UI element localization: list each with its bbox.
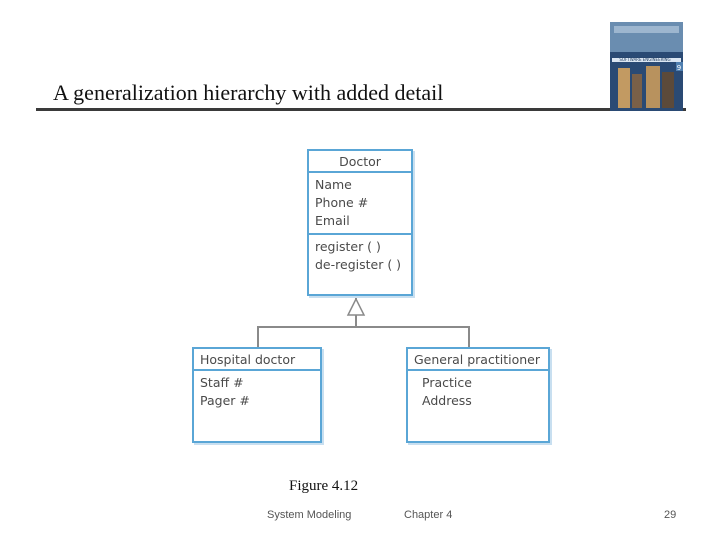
generalization-arrowhead <box>346 297 366 316</box>
general-practitioner-class: General practitioner Practice Address <box>406 347 550 443</box>
attribute: Email <box>315 213 350 228</box>
operation: de-register ( ) <box>315 257 402 272</box>
attribute: Staff # <box>200 375 244 390</box>
attribute: Name <box>315 177 352 192</box>
attributes-section: Staff # Pager # <box>194 371 320 413</box>
footer-center: Chapter 4 <box>404 509 453 521</box>
hospital-doctor-class: Hospital doctor Staff # Pager # <box>192 347 322 443</box>
attribute: Phone # <box>315 195 369 210</box>
book-cover-image: 9 SOFTWARE ENGINEERING <box>610 22 683 111</box>
page-number: 29 <box>664 509 677 521</box>
attributes-section: Name Phone # Email <box>309 173 411 233</box>
title-underline <box>36 108 686 111</box>
footer-left: System Modeling <box>267 509 352 521</box>
attributes-section: Practice Address <box>408 371 548 413</box>
operation: register ( ) <box>315 239 381 254</box>
attribute: Pager # <box>200 393 250 408</box>
operations-section: register ( ) de-register ( ) <box>309 233 411 277</box>
attribute: Practice <box>422 375 472 390</box>
class-name: Hospital doctor <box>194 349 320 371</box>
class-name: General practitioner <box>408 349 548 371</box>
cover-edition: 9 <box>677 64 681 72</box>
cover-title: SOFTWARE ENGINEERING <box>619 57 670 62</box>
slide-title: A generalization hierarchy with added de… <box>53 80 444 105</box>
doctor-class: Doctor Name Phone # Email register ( ) d… <box>307 149 413 296</box>
class-name: Doctor <box>309 151 411 173</box>
figure-caption: Figure 4.12 <box>289 478 359 494</box>
attribute: Address <box>422 393 472 408</box>
